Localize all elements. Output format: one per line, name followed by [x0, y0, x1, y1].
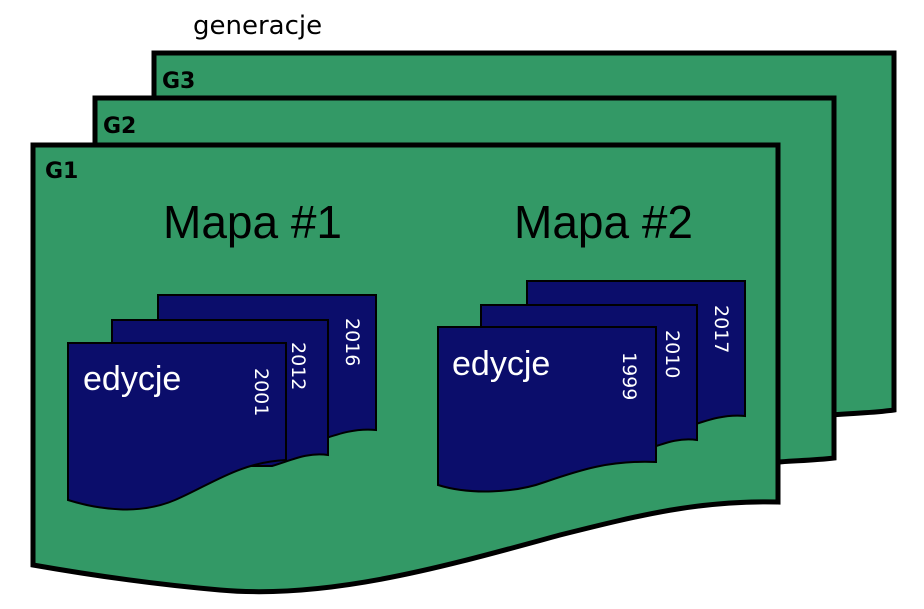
map-title-2: Mapa #2 — [514, 196, 693, 248]
edition-year-map1-2016: 2016 — [341, 318, 363, 366]
edition-sheet-map2-front — [437, 326, 657, 493]
generation-label-g1: G1 — [45, 159, 78, 184]
edition-sheet-map1-front — [67, 342, 287, 511]
editions-label-map2: edycje — [452, 345, 550, 383]
map-group-2: Mapa #2 2017 2010 1999 edycje — [437, 196, 746, 493]
generation-label-g2: G2 — [103, 114, 136, 139]
generation-sheet-g1: G1 — [30, 142, 781, 595]
edition-year-map2-2017: 2017 — [710, 305, 732, 353]
edition-year-map1-2012: 2012 — [287, 342, 309, 390]
edition-year-map2-1999: 1999 — [618, 352, 640, 400]
map-group-1: Mapa #1 2016 2012 2001 edycje — [67, 196, 377, 511]
editions-label-map1: edycje — [83, 360, 181, 398]
generation-label-g3: G3 — [162, 69, 195, 94]
diagram-title: generacje — [193, 11, 322, 41]
map-title-1: Mapa #1 — [163, 196, 342, 248]
edition-year-map2-2010: 2010 — [661, 330, 683, 378]
edition-year-map1-2001: 2001 — [250, 368, 272, 416]
